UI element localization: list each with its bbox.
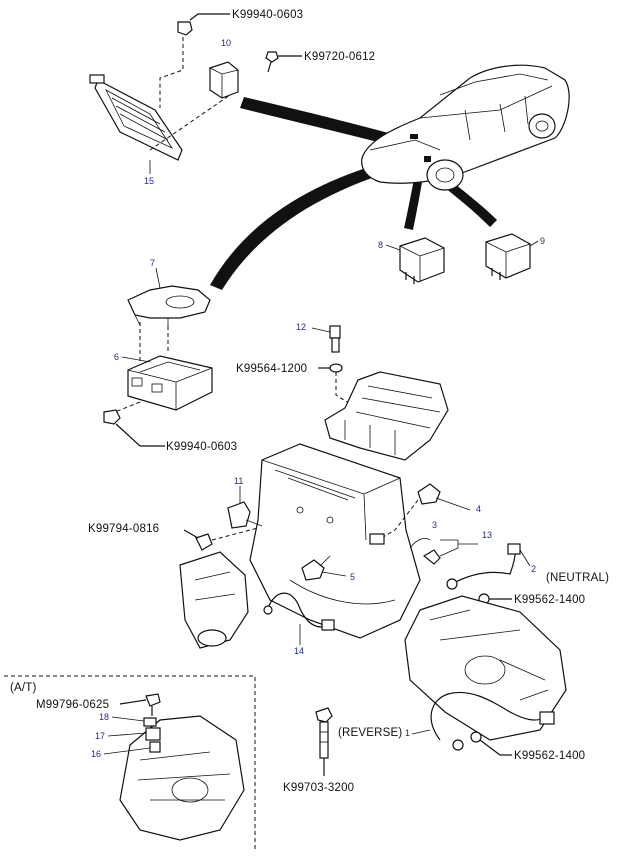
washer-k99564-1200[interactable] [318, 363, 343, 373]
item-13: 13 [482, 530, 492, 540]
callout-k99794-0816: K99794-0816 [88, 523, 159, 535]
callout-at: (A/T) [10, 682, 37, 694]
intake-manifold [324, 371, 449, 461]
item-1: 1 [405, 728, 410, 738]
relay-10[interactable] [209, 61, 239, 99]
item-18: 18 [99, 712, 109, 722]
callout-reverse: (REVERSE) [338, 727, 402, 739]
engine-block [179, 443, 421, 649]
callout-m99796-0625: M99796-0625 [36, 699, 109, 711]
relay-9[interactable] [485, 233, 531, 280]
connector-block [369, 533, 385, 545]
bolt-k99720-0612[interactable] [265, 51, 302, 73]
item-3: 3 [432, 520, 437, 530]
relay-8[interactable] [399, 237, 445, 284]
item-16: 16 [91, 749, 101, 759]
at-switch-assembly[interactable] [143, 717, 161, 753]
reverse-switch-k99703-3200[interactable] [315, 707, 333, 776]
automatic-transmission-inset [4, 675, 256, 850]
sensor-12[interactable] [329, 325, 341, 353]
reverse-harness-1[interactable] [411, 691, 555, 751]
washer-k99562-1400-b[interactable] [470, 731, 512, 756]
callout-k99562-1400-b: K99562-1400 [514, 750, 585, 762]
callout-k99703-3200: K99703-3200 [283, 782, 354, 794]
item-11: 11 [234, 476, 243, 486]
item-12: 12 [296, 322, 306, 332]
item-17: 17 [95, 731, 105, 741]
nut-k99940-0603-top[interactable] [177, 13, 230, 36]
vehicle-illustration [361, 64, 570, 191]
at-transmission [119, 715, 245, 841]
bolt-k99794-0816[interactable] [183, 529, 213, 551]
sensor-4[interactable] [417, 483, 471, 511]
harness-14[interactable] [263, 592, 335, 645]
callout-k99940-0603-mid: K99940-0603 [166, 441, 237, 453]
manual-transmission [404, 595, 567, 741]
item-15: 15 [144, 176, 154, 186]
item-5: 5 [350, 572, 355, 582]
item-14: 14 [294, 646, 304, 656]
bolt-m99796-0625[interactable] [119, 693, 161, 716]
sensor-3[interactable] [409, 538, 431, 549]
item-6: 6 [114, 352, 119, 362]
callout-neutral: (NEUTRAL) [546, 572, 609, 584]
control-module-6[interactable] [127, 355, 213, 411]
item-4: 4 [476, 504, 481, 514]
item-9: 9 [540, 236, 545, 246]
bracket-7[interactable] [127, 285, 211, 328]
callout-k99940-0603-top: K99940-0603 [232, 9, 303, 21]
sensor-11[interactable] [227, 501, 263, 529]
callout-k99564-1200: K99564-1200 [236, 363, 307, 375]
sensor-13[interactable] [422, 539, 478, 565]
item-2: 2 [531, 564, 536, 574]
neutral-switch-2[interactable] [446, 543, 531, 590]
sensor-5[interactable] [301, 555, 331, 581]
item-10: 10 [221, 38, 231, 48]
callout-k99562-1400-a: K99562-1400 [514, 594, 585, 606]
nut-k99940-0603-mid[interactable] [103, 409, 165, 447]
ecu-module-15[interactable] [89, 74, 183, 161]
callout-k99720-0612: K99720-0612 [304, 51, 375, 63]
item-8: 8 [378, 240, 383, 250]
item-7: 7 [150, 258, 155, 268]
